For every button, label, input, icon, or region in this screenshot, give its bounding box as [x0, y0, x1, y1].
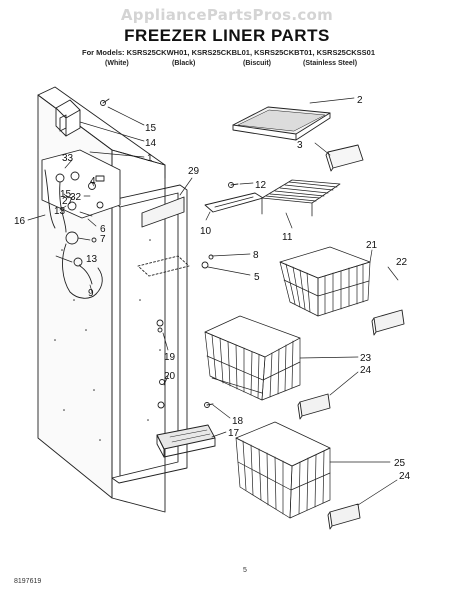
wire-basket-21: [279, 246, 371, 317]
callout-11: 11: [282, 232, 293, 243]
page-number: 5: [243, 567, 247, 574]
callout-13-upper: 13: [54, 206, 66, 217]
variant-stainless: (Stainless Steel): [303, 60, 358, 67]
variant-biscuit: (Biscuit): [243, 60, 271, 67]
part-8-5: [137, 255, 190, 277]
upper-bracket: [55, 99, 81, 137]
callout-12: 12: [255, 180, 267, 191]
callout-labels: 2 3 33 15 14 1 29 12 4 32 15 16 13 27 7 …: [14, 95, 411, 482]
handle-22: [371, 309, 405, 336]
variant-black: (Black): [172, 60, 196, 67]
callout-8: 8: [253, 250, 259, 261]
watermark: AppliancePartsPros.com: [120, 6, 334, 24]
callout-24-middle: 24: [360, 365, 372, 376]
callout-33: 33: [62, 153, 74, 164]
part-17-grille: [156, 424, 216, 458]
callout-18: 18: [232, 416, 244, 427]
control-assembly: [41, 149, 121, 299]
handle-24-b: [327, 503, 361, 530]
callout-10: 10: [200, 226, 212, 237]
models-line: For Models: KSRS25CKWH01, KSRS25CKBL01, …: [82, 48, 375, 57]
callout-21: 21: [366, 240, 378, 251]
callout-15-lower: 15: [60, 189, 72, 200]
screws: [100, 98, 239, 409]
leader-lines: [27, 97, 399, 506]
callout-9: 9: [88, 288, 94, 299]
callout-23: 23: [360, 353, 372, 364]
wire-basket-25: [235, 421, 331, 519]
callout-20: 20: [164, 371, 176, 382]
callout-24-bottom: 24: [399, 471, 411, 482]
callout-14: 14: [145, 138, 157, 149]
callout-6: 6: [100, 224, 106, 235]
page-title: FREEZER LINER PARTS: [124, 26, 330, 45]
callout-4: 4: [90, 176, 96, 187]
callout-2: 2: [357, 95, 363, 106]
callout-7: 7: [100, 234, 106, 245]
handle-24-a: [297, 393, 331, 420]
part-3: [325, 144, 364, 172]
shelf-2: [232, 106, 331, 141]
document-number: 8197619: [14, 578, 42, 585]
callout-19: 19: [164, 352, 176, 363]
callout-1: 1: [147, 153, 153, 164]
callout-3: 3: [297, 140, 303, 151]
callout-17: 17: [228, 428, 240, 439]
callout-16: 16: [14, 216, 26, 227]
part-29-trough: [141, 196, 185, 228]
part-10-bracket: [204, 192, 264, 213]
callout-22: 22: [396, 257, 408, 268]
wire-shelf-11: [261, 179, 341, 217]
callout-29: 29: [188, 166, 200, 177]
wire-basket-23: [204, 315, 301, 401]
variant-white: (White): [105, 60, 129, 67]
callout-5: 5: [254, 272, 260, 283]
callout-15-upper: 15: [145, 123, 157, 134]
callout-27: 27: [62, 196, 74, 207]
callout-13-lower: 13: [86, 254, 98, 265]
callout-32: 32: [70, 192, 82, 203]
callout-25: 25: [394, 458, 406, 469]
